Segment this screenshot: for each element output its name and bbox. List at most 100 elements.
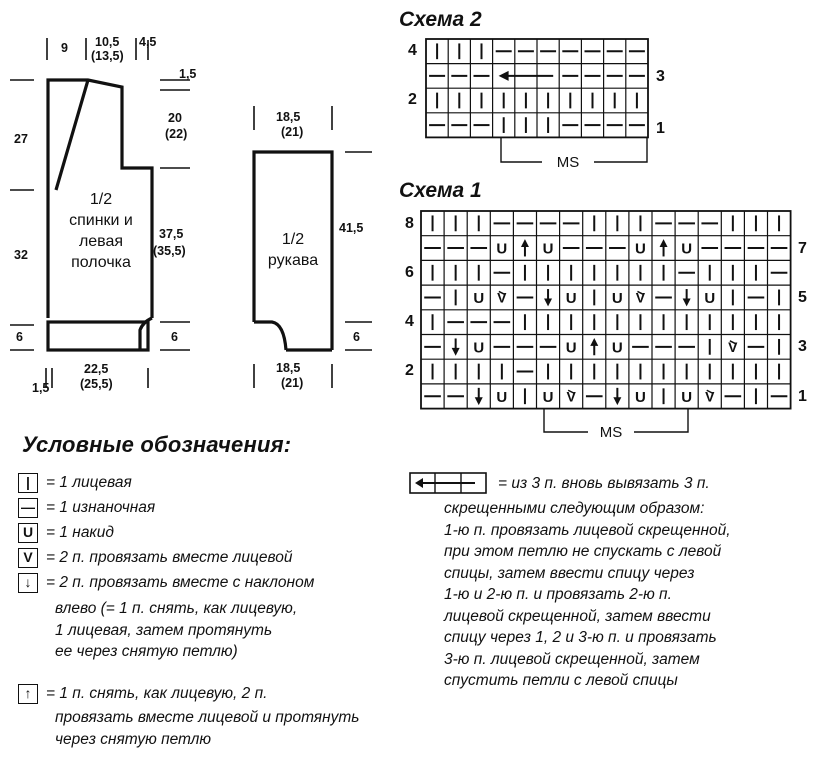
dim-armhole-alt: (22) [165, 127, 187, 141]
schema1-row-7: 7 [798, 240, 807, 257]
schema1-cell: V [497, 289, 507, 305]
svg-text:U: U [704, 290, 715, 307]
legend-central-dec-text: = 1 п. снять, как лицевую, 2 п. [46, 685, 268, 703]
legend-item-knit: | = 1 лицевая [18, 472, 132, 494]
schema1-cell [659, 239, 668, 257]
legend-cross3-continuation: скрещенными следующим образом: 1-ю п. пр… [444, 500, 731, 689]
dim-armhole: 20 [168, 111, 182, 125]
legend-purl-text: = 1 изнаночная [46, 499, 156, 517]
svg-text:1/2: 1/2 [90, 191, 112, 208]
schema1-cell [613, 387, 622, 406]
schema1-title: Схема 1 [399, 179, 482, 202]
schema1-row-8: 8 [405, 215, 414, 232]
dim-sleeve-bottom-alt: (21) [281, 376, 303, 390]
dim-neck: 9 [61, 41, 68, 55]
schema1-cell: U [635, 241, 646, 258]
svg-text:U: U [496, 389, 507, 406]
schema2-row-3: 3 [656, 68, 665, 85]
legend-central-dec-continuation: провязать вместе лицевой и протянуть чер… [55, 709, 360, 748]
dim-shoulder: 10,5 [95, 35, 119, 49]
schema1-row-3: 3 [798, 338, 807, 355]
neck-line [54, 79, 90, 191]
dim-sleeve-side: 41,5 [339, 221, 363, 235]
schema2-repeat-bracket [500, 138, 648, 163]
schema2-title: Схема 2 [399, 8, 482, 31]
svg-text:U: U [612, 339, 623, 356]
schema1-cell: U [681, 389, 692, 406]
back-dimensions: 9 10,5 (13,5) 4,5 1,5 20 (22) 37,5 (35,5… [14, 35, 196, 395]
schema1-cell: U [543, 241, 554, 258]
schema1-cell: U [566, 339, 577, 356]
legend-item-k2tog: V = 2 п. провязать вместе лицевой [18, 547, 293, 569]
svg-text:U: U [473, 339, 484, 356]
yarn-over-icon: U [18, 523, 38, 543]
knit-icon: | [18, 473, 38, 493]
sleeve-outline [252, 150, 334, 322]
svg-text:1/2: 1/2 [282, 231, 304, 248]
ssk-icon: ↓ [18, 573, 38, 593]
sleeve-pattern [252, 106, 372, 388]
dim-sleeve-top: 18,5 [276, 110, 300, 124]
sleeve-label: 1/2 рукава [268, 231, 318, 269]
dim-side-alt: (35,5) [153, 244, 186, 258]
legend-item-central-dec: ↑ = 1 п. снять, как лицевую, 2 п. [18, 683, 267, 705]
dim-side: 37,5 [159, 227, 183, 241]
central-decrease-icon: ↑ [18, 684, 38, 704]
schema1-row-1: 1 [798, 388, 807, 405]
svg-text:U: U [566, 339, 577, 356]
svg-text:V: V [497, 289, 507, 305]
hem-band [46, 320, 150, 352]
schema1-cell [590, 337, 599, 356]
dim-hem-left: 6 [16, 330, 23, 344]
dim-upper-left: 27 [14, 132, 28, 146]
cross3-symbol-icon [409, 472, 487, 494]
dim-shoulder-drop: 4,5 [139, 35, 156, 49]
cross3-arrow [498, 70, 554, 81]
svg-text:левая: левая [79, 233, 123, 250]
schema1-cell: U [704, 290, 715, 307]
schema1-cell: U [635, 389, 646, 406]
dim-shoulder-alt: (13,5) [91, 49, 124, 63]
dim-middle-left: 32 [14, 248, 28, 262]
schema1-cell [544, 289, 553, 307]
svg-text:рукава: рукава [268, 252, 318, 269]
hem-curve [138, 316, 153, 350]
schema1-row-numbers: 8 6 4 2 7 5 3 1 [405, 215, 807, 405]
schema1-repeat-bracket [543, 409, 689, 433]
svg-text:U: U [681, 389, 692, 406]
dim-hem-right: 6 [171, 330, 178, 344]
schema1-cell: V [636, 289, 646, 305]
schema2-row-1: 1 [656, 120, 665, 137]
svg-text:U: U [612, 290, 623, 307]
schema1-row-2: 2 [405, 362, 414, 379]
svg-text:полочка: полочка [71, 254, 131, 271]
schema1-ms-label: MS [600, 424, 623, 441]
dim-bottom-left: 1,5 [32, 381, 49, 395]
schema1-cell: U [566, 290, 577, 307]
svg-text:спинки и: спинки и [69, 212, 133, 229]
schema1-row-5: 5 [798, 289, 807, 306]
legend-item-yarn-over: U = 1 накид [18, 522, 114, 544]
dim-cuff: 6 [353, 330, 360, 344]
back-outline [46, 78, 154, 318]
svg-text:V: V [636, 289, 646, 305]
svg-text:V: V [705, 388, 715, 404]
schema2-row-numbers: 4 2 3 1 [408, 42, 665, 137]
svg-text:U: U [473, 290, 484, 307]
legend-title: Условные обозначения: [22, 432, 292, 457]
cuff-outline [254, 320, 288, 351]
schema1-cell: U [612, 290, 623, 307]
schema1-cell: U [612, 339, 623, 356]
schema1-cell: U [681, 241, 692, 258]
dim-shoulder-slope: 1,5 [179, 67, 196, 81]
dim-bottom: 22,5 [84, 362, 108, 376]
svg-text:U: U [496, 241, 507, 258]
schema2-grid [425, 38, 649, 139]
schema1-cell [451, 338, 460, 356]
svg-text:V: V [566, 388, 576, 404]
schema1-cell: U [496, 389, 507, 406]
schema1-cell [474, 387, 483, 406]
schema1-cell: U [496, 241, 507, 258]
legend-ssk-text: = 2 п. провязать вместе с наклоном [46, 574, 315, 592]
